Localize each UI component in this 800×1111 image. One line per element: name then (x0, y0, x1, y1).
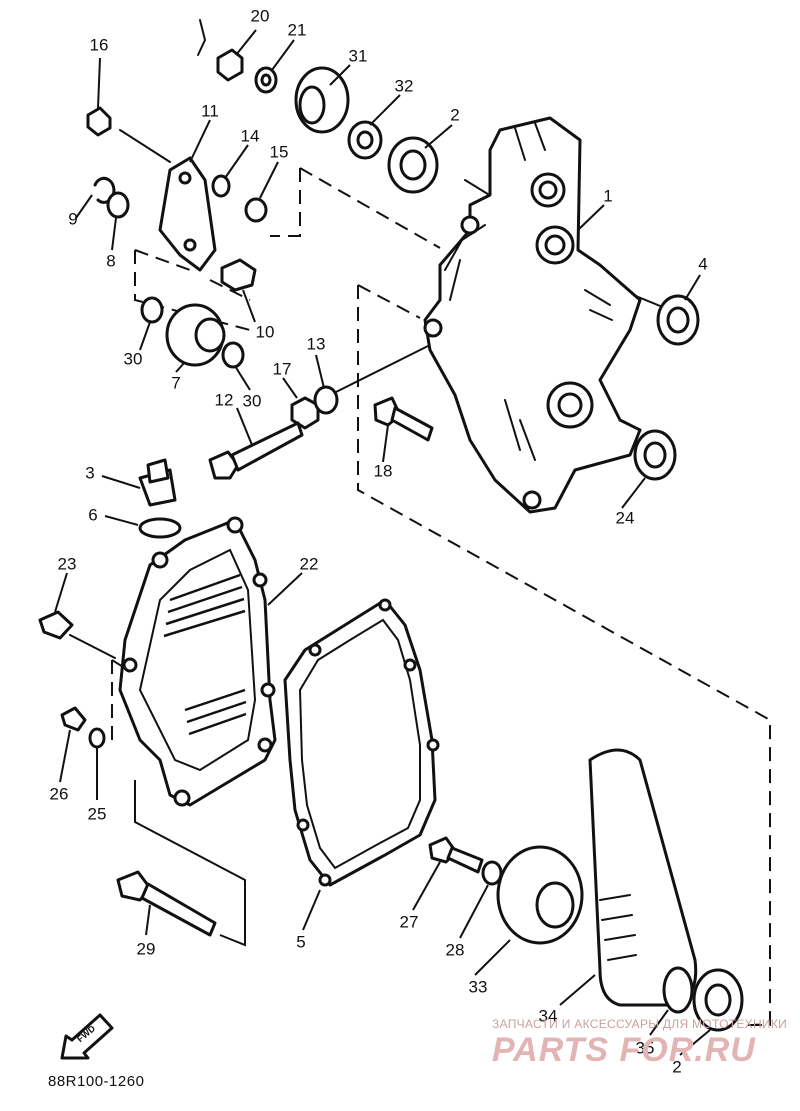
label-8: 8 (106, 251, 115, 270)
label-6: 6 (88, 505, 97, 524)
label-13: 13 (307, 334, 326, 353)
label-35: 35 (636, 1038, 655, 1057)
label-3: 3 (85, 463, 94, 482)
label-14: 14 (241, 126, 260, 145)
label-24: 24 (616, 508, 635, 527)
label-11: 11 (201, 101, 219, 120)
label-16: 16 (90, 35, 109, 54)
watermark-tagline: ЗАПЧАСТИ И АКСЕССУАРЫ ДЛЯ МОТОТЕХНИКИ (492, 1017, 788, 1031)
label-34: 34 (539, 1006, 558, 1025)
label-31: 31 (349, 46, 368, 65)
label-23: 23 (58, 554, 77, 573)
watermark-brand: PARTS FOR.RU (492, 1031, 756, 1069)
label-25: 25 (88, 804, 107, 823)
label-28: 28 (446, 940, 465, 959)
label-21: 21 (288, 20, 307, 39)
label-2b: 2 (672, 1057, 681, 1076)
label-30a: 30 (124, 349, 143, 368)
label-27: 27 (400, 912, 419, 931)
label-32: 32 (395, 76, 414, 95)
part-5-gasket (283, 598, 440, 887)
label-10: 10 (256, 322, 275, 341)
label-20: 20 (251, 6, 270, 25)
fwd-arrow-icon: FWD (60, 1013, 114, 1060)
part-labels: 20 21 31 32 2 16 11 14 15 1 4 9 8 10 30 … (50, 6, 708, 1076)
label-2a: 2 (450, 105, 459, 124)
label-33: 33 (469, 977, 488, 996)
diagram-code: 88R100-1260 (48, 1073, 145, 1090)
part-11-bracket (158, 156, 217, 272)
label-5: 5 (296, 932, 305, 951)
label-12: 12 (215, 390, 234, 409)
label-15: 15 (270, 142, 289, 161)
label-9: 9 (68, 209, 77, 228)
label-22: 22 (300, 554, 319, 573)
label-26: 26 (50, 784, 69, 803)
small-parts (38, 19, 744, 1032)
label-17: 17 (273, 359, 292, 378)
part-22-gear-cover (118, 516, 277, 807)
label-leaders (54, 29, 711, 1056)
label-18: 18 (374, 461, 393, 480)
label-7: 7 (171, 373, 180, 392)
label-29: 29 (137, 939, 156, 958)
label-1: 1 (603, 186, 612, 205)
label-30b: 30 (243, 391, 262, 410)
label-4: 4 (698, 254, 707, 273)
part-1-gear-case (423, 116, 642, 514)
